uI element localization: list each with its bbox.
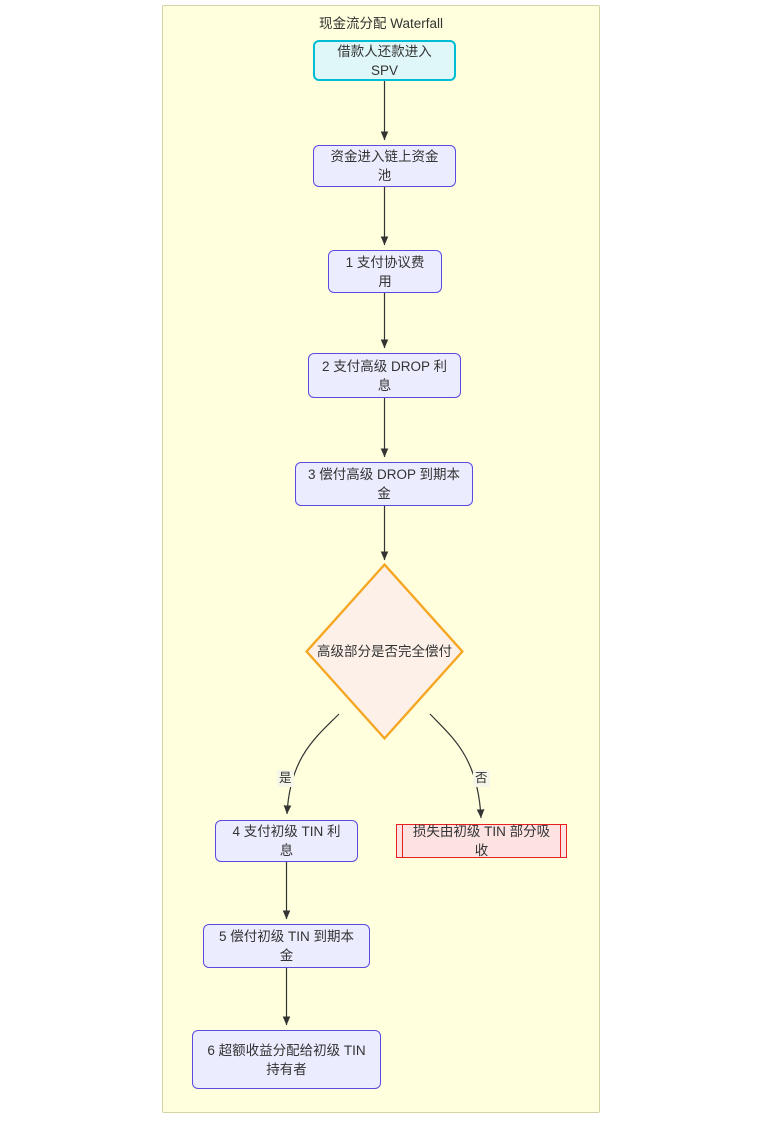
node-step2-drop-interest[interactable]: 2 支付高级 DROP 利息	[308, 353, 461, 398]
edge-label-no: 否	[473, 770, 490, 787]
subgraph-title: 现金流分配 Waterfall	[318, 16, 443, 31]
node-step6-excess-yield[interactable]: 6 超额收益分配给初级 TIN 持有者	[192, 1030, 381, 1089]
edge-label-yes: 是	[277, 770, 294, 787]
node-step1-protocol-fee[interactable]: 1 支付协议费用	[328, 250, 442, 293]
diamond-shape	[305, 563, 464, 740]
node-onchain-pool[interactable]: 资金进入链上资金池	[313, 145, 456, 187]
node-borrower-repayment-spv[interactable]: 借款人还款进入 SPV	[313, 40, 456, 81]
decision-label: 高级部分是否完全偿付	[317, 644, 452, 659]
node-step5-tin-principal[interactable]: 5 偿付初级 TIN 到期本金	[203, 924, 370, 968]
node-step4-tin-interest[interactable]: 4 支付初级 TIN 利息	[215, 820, 358, 862]
node-loss-absorbed-by-tin[interactable]: 损失由初级 TIN 部分吸收	[396, 824, 567, 858]
node-decision-senior-fully-repaid[interactable]: 高级部分是否完全偿付	[305, 563, 464, 740]
node-step3-drop-principal[interactable]: 3 偿付高级 DROP 到期本金	[295, 462, 473, 506]
